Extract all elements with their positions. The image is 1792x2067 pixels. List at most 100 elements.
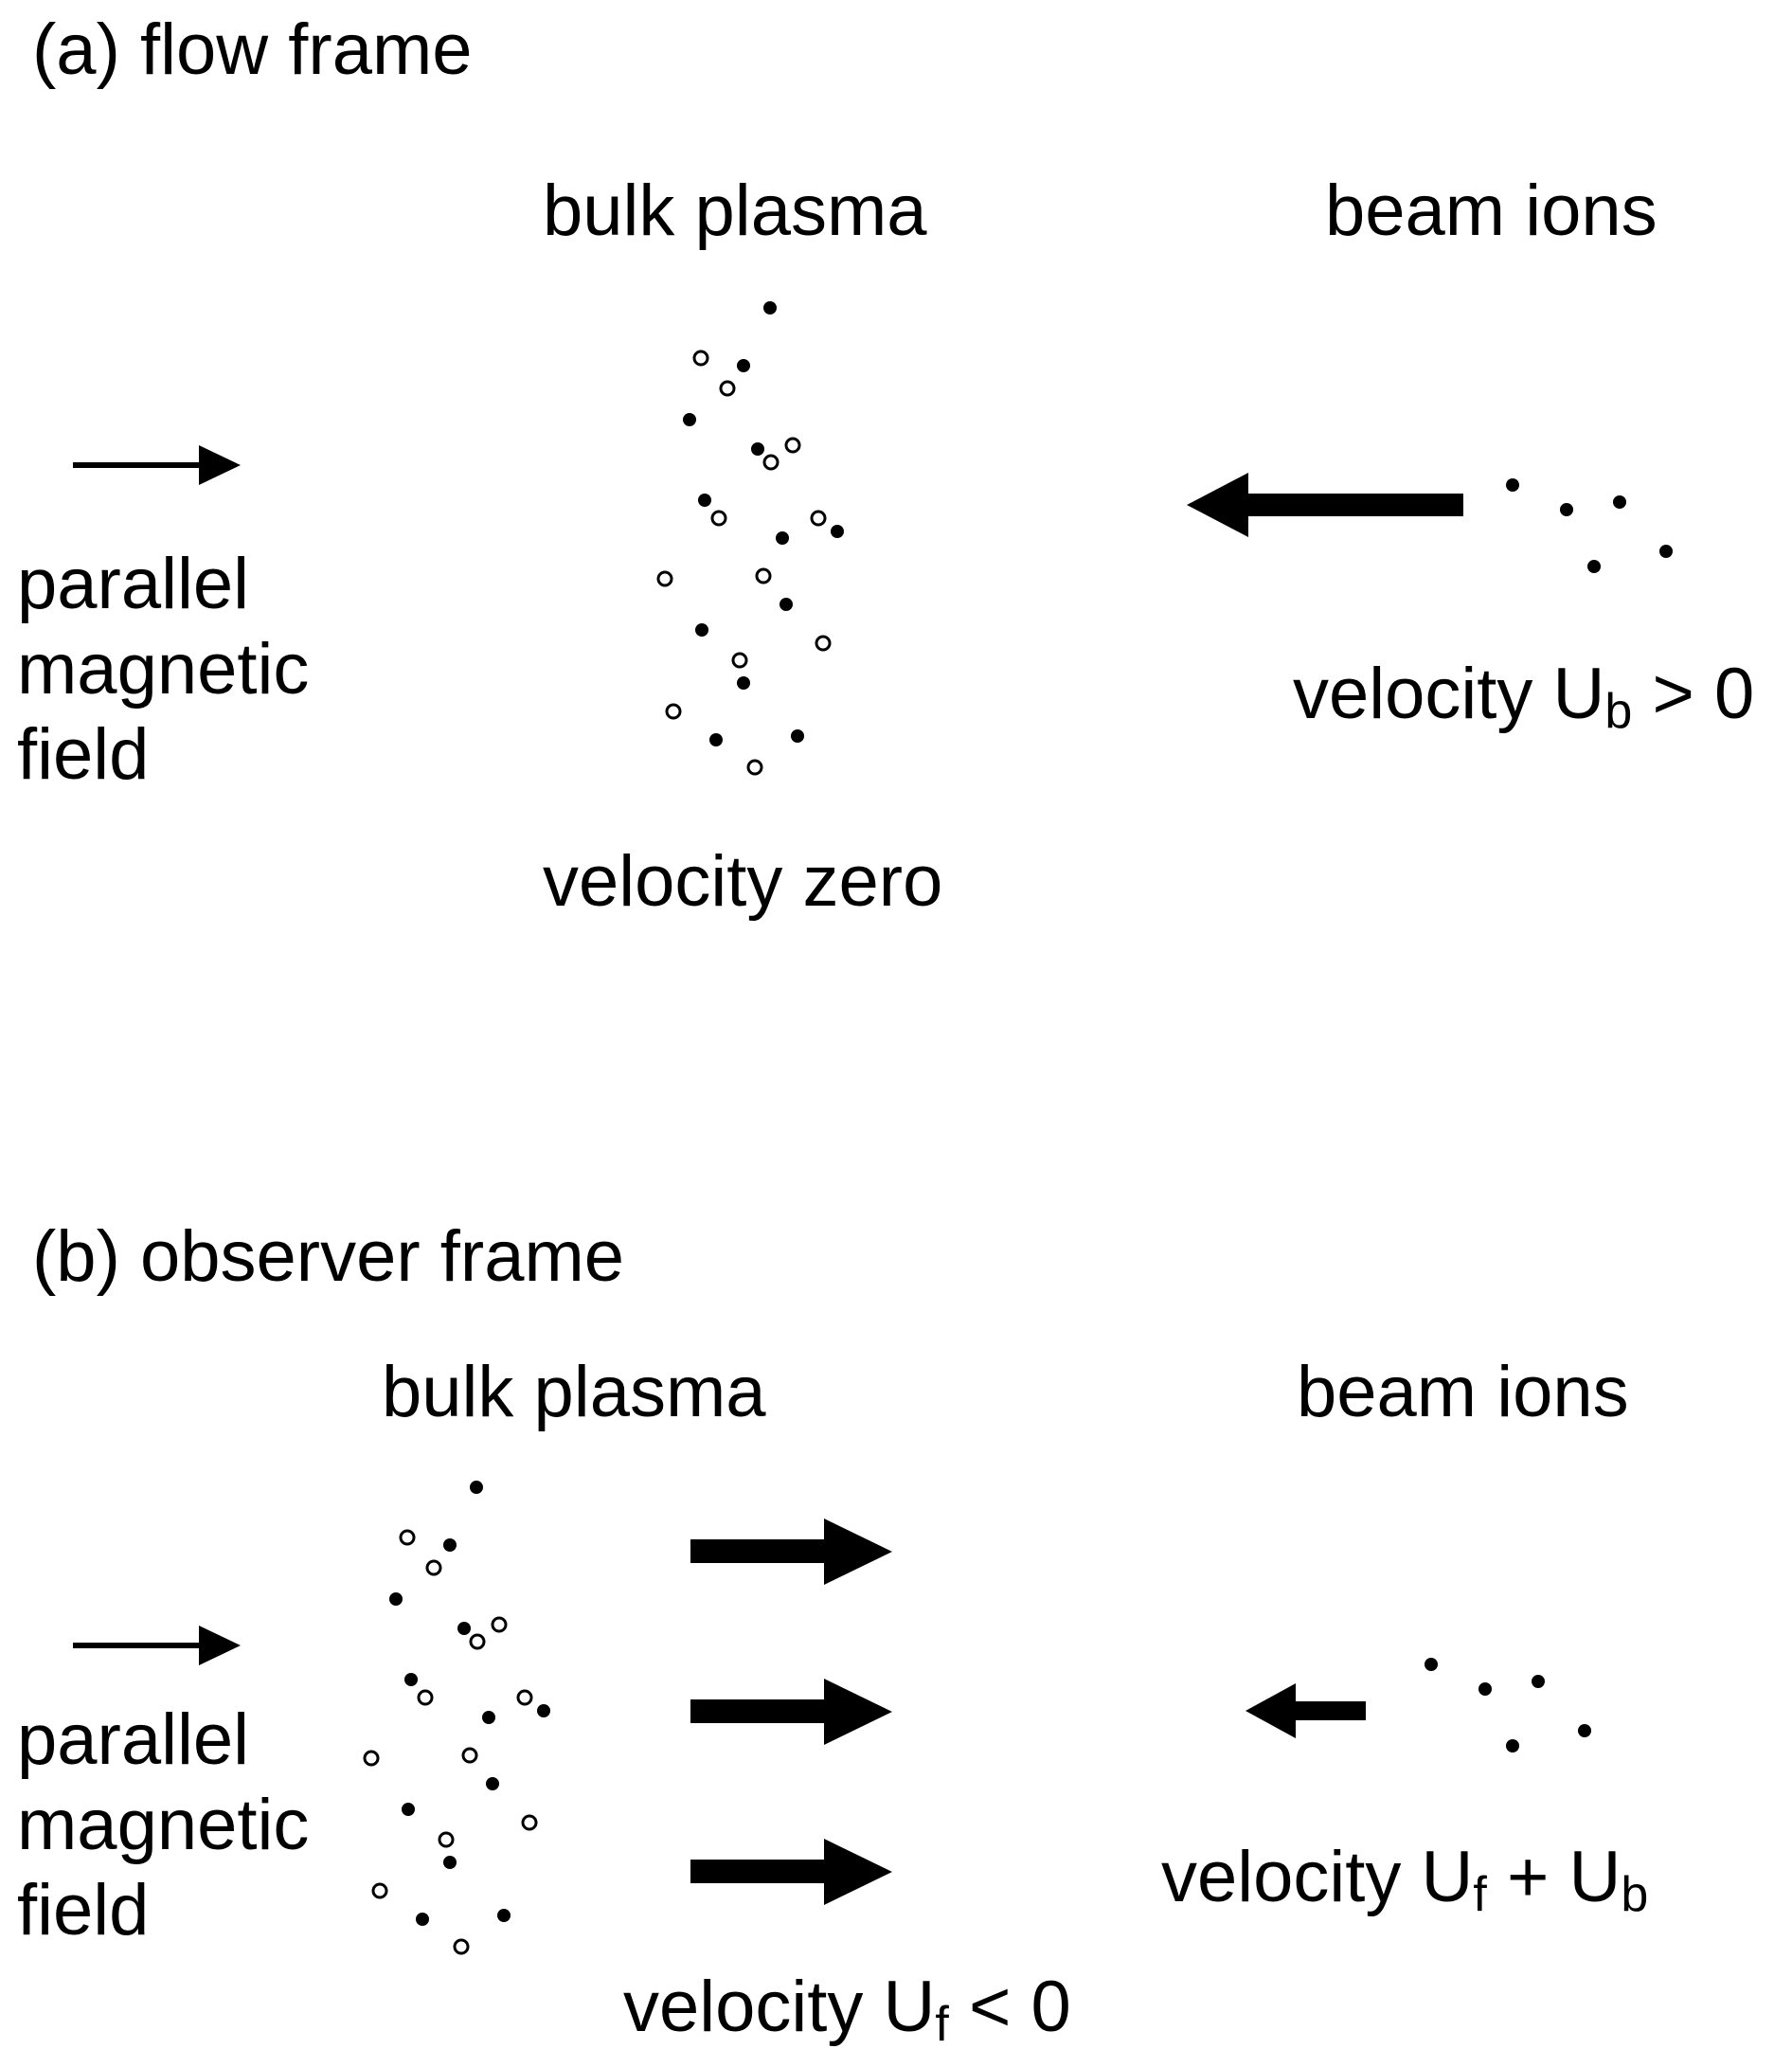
- velocity-text: velocity U: [1161, 1837, 1474, 1917]
- velocity-subscript: b: [1621, 1867, 1649, 1922]
- panel-a-bulk-particles: [656, 301, 844, 776]
- velocity-text: > 0: [1632, 654, 1755, 734]
- field-label-line: field: [17, 714, 150, 795]
- arrow-shaft: [690, 1539, 827, 1563]
- open-particle: [461, 1747, 478, 1764]
- open-particle: [521, 1814, 538, 1831]
- open-particle: [491, 1616, 508, 1633]
- open-particle: [469, 1633, 486, 1650]
- filled-particle: [470, 1481, 483, 1494]
- arrow-shaft: [1293, 1701, 1366, 1720]
- arrow-head: [199, 445, 241, 485]
- velocity-subscript: f: [935, 1997, 949, 2052]
- panel-b-field-arrow: [73, 1626, 241, 1665]
- panel-a-beam-label: beam ions: [1325, 171, 1658, 251]
- panel-a-field-label: parallel magnetic field: [17, 542, 309, 798]
- filled-particle: [443, 1856, 457, 1869]
- filled-particle: [780, 598, 793, 611]
- open-particle: [692, 350, 709, 367]
- filled-particle: [791, 729, 804, 743]
- velocity-text: velocity U: [623, 1967, 936, 2047]
- open-particle: [425, 1559, 442, 1576]
- open-particle: [399, 1529, 416, 1546]
- filled-particle: [482, 1711, 495, 1724]
- open-particle: [516, 1689, 533, 1706]
- panel-b-bulk-label: bulk plasma: [382, 1352, 766, 1432]
- filled-particle: [1659, 545, 1673, 558]
- filled-particle: [751, 442, 764, 456]
- filled-particle: [402, 1803, 415, 1816]
- panel-b-flow-arrow: [690, 1519, 892, 1585]
- filled-particle: [1506, 478, 1519, 492]
- filled-particle: [1587, 560, 1601, 573]
- filled-particle: [537, 1704, 550, 1717]
- panel-b-title: (b) observer frame: [32, 1216, 625, 1297]
- panel-b-beam-particles: [1425, 1658, 1591, 1752]
- arrow-head: [824, 1519, 892, 1585]
- field-label-line: magnetic: [17, 629, 310, 710]
- filled-particle: [737, 359, 750, 372]
- filled-particle: [1425, 1658, 1438, 1671]
- filled-particle: [683, 413, 696, 426]
- open-particle: [710, 510, 727, 527]
- open-particle: [665, 703, 682, 720]
- arrow-head: [824, 1679, 892, 1745]
- velocity-text: < 0: [948, 1967, 1071, 2047]
- filled-particle: [1560, 503, 1573, 516]
- open-particle: [438, 1831, 455, 1848]
- open-particle: [784, 437, 801, 454]
- panel-a-field-arrow: [73, 445, 241, 485]
- arrow-shaft: [1245, 494, 1463, 516]
- open-particle: [371, 1882, 388, 1899]
- filled-particle: [1506, 1739, 1519, 1752]
- filled-particle: [776, 531, 789, 545]
- filled-particle: [457, 1622, 471, 1635]
- arrow-shaft: [690, 1699, 827, 1723]
- velocity-text: + U: [1486, 1837, 1622, 1917]
- panel-b-beam-label: beam ions: [1297, 1352, 1629, 1432]
- open-particle: [719, 380, 736, 397]
- filled-particle: [737, 676, 750, 690]
- panel-b-bulk-velocity: velocity Uf < 0: [623, 1965, 1071, 2067]
- filled-particle: [763, 301, 777, 315]
- field-label-line: magnetic: [17, 1785, 310, 1865]
- panel-a-beam-particles: [1506, 478, 1673, 573]
- panel-b-beam-arrow: [1245, 1683, 1366, 1738]
- open-particle: [810, 510, 827, 527]
- velocity-text: velocity U: [1293, 654, 1605, 734]
- open-particle: [731, 652, 748, 669]
- arrow-head: [199, 1626, 241, 1665]
- open-particle: [815, 635, 832, 652]
- filled-particle: [443, 1538, 457, 1552]
- filled-particle: [695, 623, 708, 637]
- filled-particle: [1578, 1724, 1591, 1737]
- panel-b-beam-velocity: velocity Uf + Ub: [1161, 1835, 1648, 1937]
- panel-b-flow-arrow: [690, 1839, 892, 1905]
- field-label-line: parallel: [17, 1699, 250, 1780]
- panel-a-bulk-velocity: velocity zero: [543, 841, 943, 922]
- open-particle: [417, 1689, 434, 1706]
- panel-a-beam-velocity: velocity Ub > 0: [1293, 652, 1754, 754]
- open-particle: [762, 454, 780, 471]
- open-particle: [656, 570, 673, 587]
- panel-a-beam-arrow: [1187, 473, 1463, 537]
- filled-particle: [416, 1913, 429, 1926]
- open-particle: [453, 1938, 470, 1955]
- arrow-head: [1187, 473, 1248, 537]
- panel-b-field-label: parallel magnetic field: [17, 1698, 309, 1953]
- field-label-line: field: [17, 1870, 150, 1950]
- filled-particle: [497, 1909, 511, 1922]
- filled-particle: [709, 733, 723, 746]
- filled-particle: [404, 1673, 418, 1686]
- open-particle: [755, 567, 772, 584]
- open-particle: [363, 1750, 380, 1767]
- filled-particle: [831, 525, 844, 538]
- arrow-head: [1245, 1683, 1296, 1738]
- filled-particle: [1478, 1682, 1492, 1696]
- panel-a-title: (a) flow frame: [32, 9, 473, 90]
- velocity-subscript: f: [1473, 1867, 1487, 1922]
- filled-particle: [1532, 1675, 1545, 1688]
- panel-b-flow-arrow: [690, 1679, 892, 1745]
